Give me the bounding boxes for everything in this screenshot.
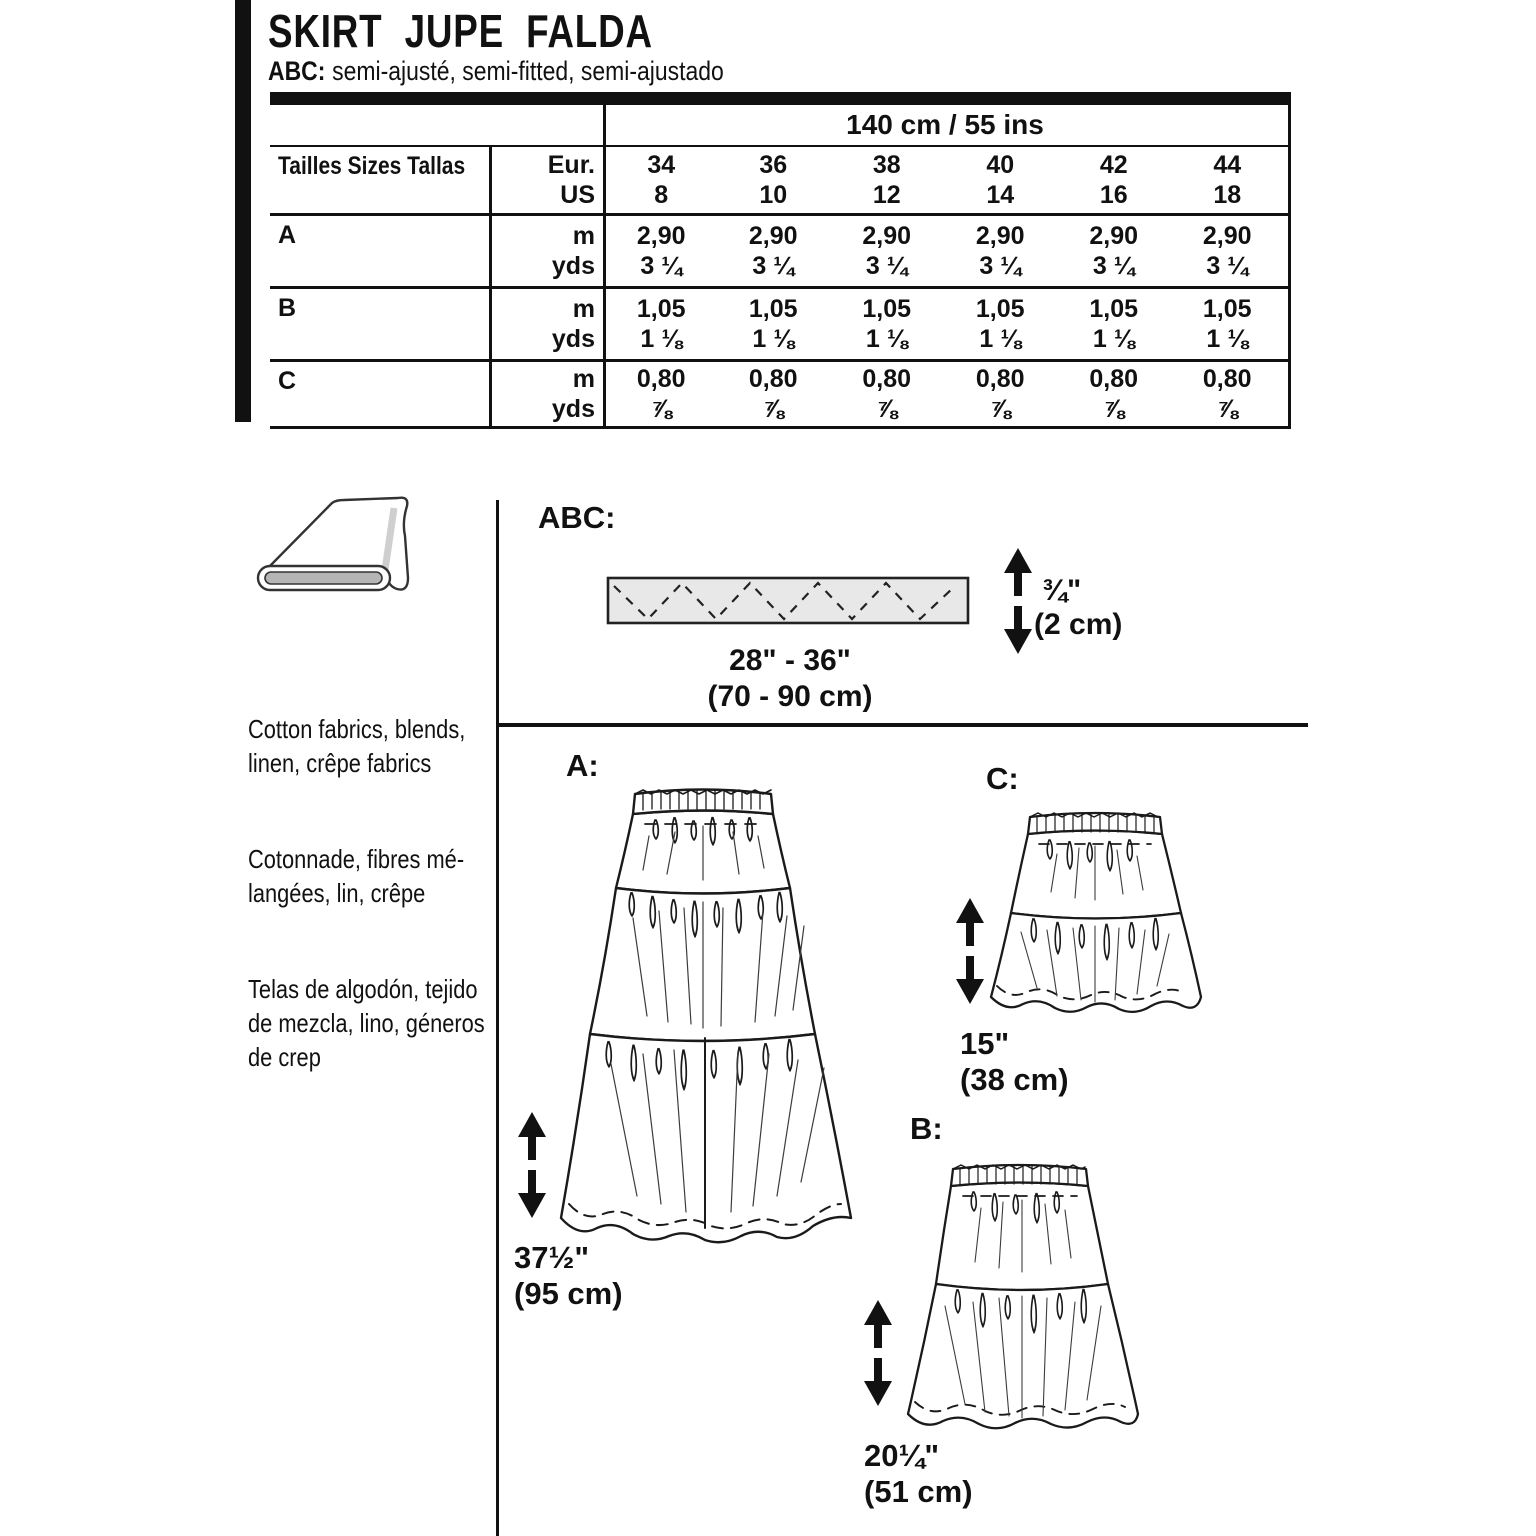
sizes-label-cell: Tailles Sizes Tallas bbox=[278, 152, 466, 180]
size-system-cell: Eur. US bbox=[489, 147, 603, 213]
elastic-height-cm: (2 cm) bbox=[1034, 608, 1123, 641]
left-edge-bar bbox=[235, 0, 251, 422]
elastic-width-cm: (70 - 90 cm) bbox=[707, 680, 873, 713]
skirt-c-length-arrow-icon bbox=[956, 898, 984, 1004]
skirt-b-length-arrow-icon bbox=[864, 1300, 892, 1406]
page-title: SKIRT JUPE FALDA bbox=[268, 5, 653, 57]
view-label-cell: C bbox=[278, 367, 297, 395]
skirt-a-illustration bbox=[559, 788, 853, 1244]
skirt-b-length-in: 20¼" bbox=[864, 1438, 940, 1473]
skirt-a-length-in: 37½" bbox=[514, 1240, 590, 1275]
view-a-label: A: bbox=[566, 748, 599, 783]
materials-en: Cotton fabrics, blends, linen, crêpe fab… bbox=[248, 714, 466, 778]
view-c-label: C: bbox=[986, 761, 1019, 796]
skirt-a-length-arrow-icon bbox=[518, 1112, 546, 1218]
elastic-views-label: ABC: bbox=[538, 500, 616, 535]
elastic-width-in: 28" - 36" bbox=[729, 644, 851, 677]
fit-views-label: ABC: bbox=[268, 56, 326, 86]
horizontal-divider bbox=[496, 723, 1308, 727]
eur-label: Eur. bbox=[547, 151, 595, 179]
yardage-table: 140 cm / 55 ins Tailles Sizes Tallas Eur… bbox=[270, 92, 1291, 429]
skirt-c-illustration bbox=[989, 811, 1203, 1014]
elastic-height-arrow-icon bbox=[1004, 548, 1032, 654]
view-b-label: B: bbox=[910, 1111, 943, 1146]
skirt-a-length-cm: (95 cm) bbox=[514, 1276, 623, 1311]
skirt-c-length-in: 15" bbox=[960, 1026, 1010, 1061]
skirt-b-illustration bbox=[906, 1163, 1140, 1430]
fit-text: semi-ajusté, semi-fitted, semi-ajustado bbox=[332, 56, 724, 86]
materials-es: Telas de algodón, tejido de mezcla, lino… bbox=[248, 974, 485, 1072]
skirt-c-length-cm: (38 cm) bbox=[960, 1062, 1069, 1097]
fit-description: ABC:semi-ajusté, semi-fitted, semi-ajust… bbox=[268, 56, 724, 87]
fabric-width-header: 140 cm / 55 ins bbox=[603, 105, 1284, 145]
skirt-b-length-cm: (51 cm) bbox=[864, 1474, 973, 1509]
view-label-cell: B bbox=[278, 294, 297, 322]
fabric-width-row: 140 cm / 55 ins bbox=[270, 105, 1288, 147]
elastic-band-diagram bbox=[606, 576, 970, 625]
fabric-bolt-icon bbox=[256, 496, 410, 592]
view-label-cell: A bbox=[278, 221, 297, 249]
elastic-height-in: ¾" bbox=[1042, 574, 1082, 607]
materials-fr: Cotonnade, fibres mé- langées, lin, crêp… bbox=[248, 844, 465, 908]
table-top-bar bbox=[270, 92, 1288, 105]
empty-cell bbox=[270, 105, 603, 145]
us-label: US bbox=[560, 181, 595, 209]
vertical-divider bbox=[496, 500, 499, 1536]
